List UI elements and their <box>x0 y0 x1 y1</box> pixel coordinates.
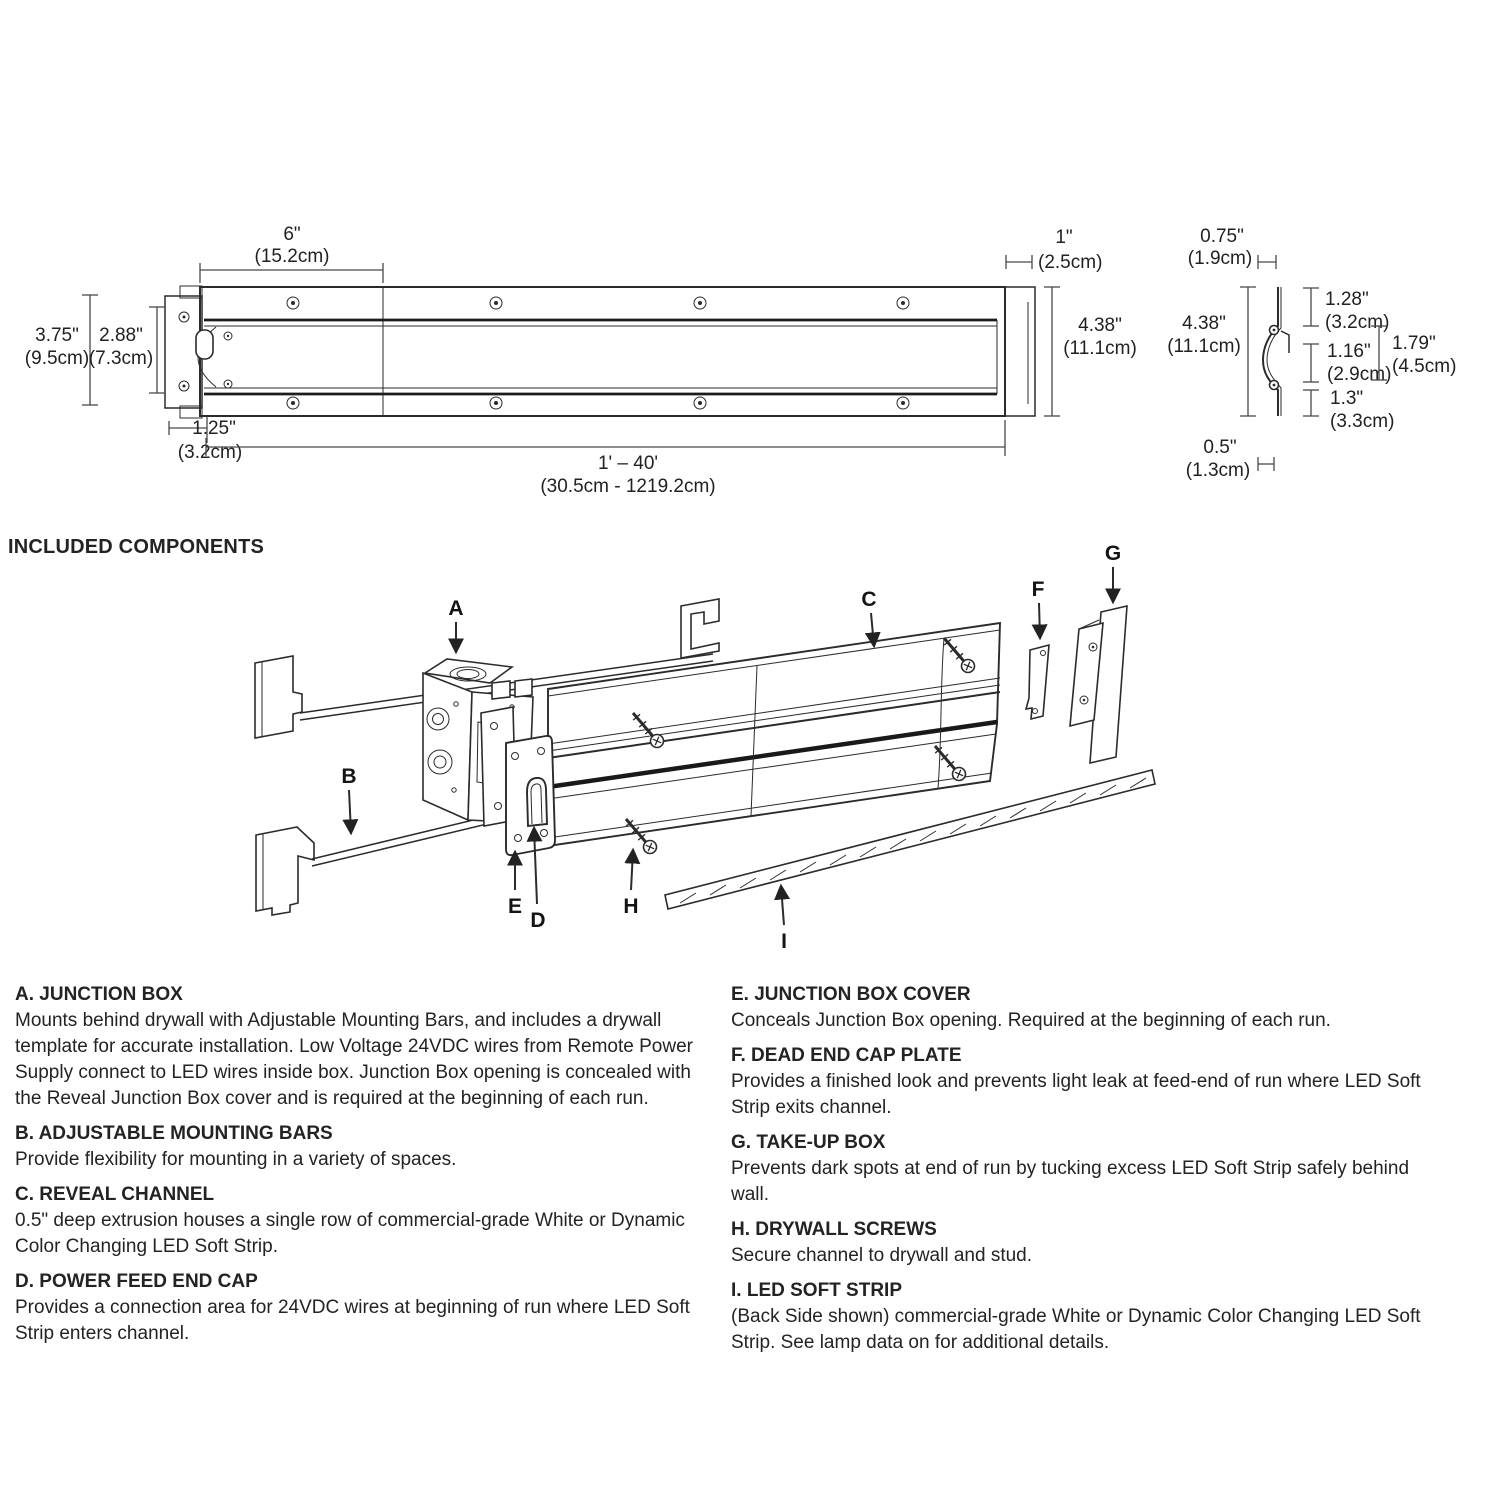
label-g: G <box>1105 542 1121 565</box>
dim-6in: 6" (15.2cm) <box>199 224 384 283</box>
dim-075in-label: 0.75" <box>1200 226 1244 247</box>
dim-13: 1.3" (3.3cm) <box>1303 388 1394 432</box>
dim-438p-in-label: 4.38" <box>1182 313 1226 334</box>
component-title: I. LED SOFT STRIP <box>731 1280 903 1301</box>
front-view-drawing: 6" (15.2cm) 1" (2.5cm) 3.75" (9.5cm) 2.8… <box>25 224 1137 497</box>
label-b: B <box>341 765 356 788</box>
dim-05in-label: 0.5" <box>1203 437 1236 458</box>
component-section-e: E. JUNCTION BOX COVER Conceals Junction … <box>731 982 1443 1034</box>
dim-1in: 1" (2.5cm) <box>1005 227 1102 273</box>
dim-13in-label: 1.3" <box>1330 388 1363 409</box>
dim-179: 1.79" (4.5cm) <box>1371 325 1456 381</box>
dim-1cm-label: (2.5cm) <box>1038 252 1102 273</box>
flange-screws <box>286 296 910 410</box>
component-description: Prevents dark spots at end of run by tuc… <box>731 1158 1410 1205</box>
dim-05cm-label: (1.3cm) <box>1186 460 1250 481</box>
extrusion-profile-art <box>1261 287 1290 416</box>
component-title: A. JUNCTION BOX <box>15 984 183 1005</box>
component-title: D. POWER FEED END CAP <box>15 1271 258 1292</box>
dim-375: 3.75" (9.5cm) <box>25 294 98 406</box>
component-descriptions-left-column: A. JUNCTION BOX Mounts behind drywall wi… <box>15 982 694 1356</box>
component-description: Conceals Junction Box opening. Required … <box>731 1010 1331 1031</box>
dim-075: 0.75" (1.9cm) <box>1188 226 1277 269</box>
dim-179in-label: 1.79" <box>1392 333 1436 354</box>
component-title: C. REVEAL CHANNEL <box>15 1184 215 1205</box>
dim-116in-label: 1.16" <box>1327 341 1371 362</box>
component-section-d: D. POWER FEED END CAP Provides a connect… <box>15 1269 694 1347</box>
dim-05: 0.5" (1.3cm) <box>1186 437 1275 481</box>
dead-end-cap-plate-art <box>1024 643 1050 721</box>
dim-length: 1' – 40' (30.5cm - 1219.2cm) <box>205 420 1006 497</box>
label-i: I <box>781 930 787 953</box>
label-h: H <box>623 895 638 918</box>
dim-116cm-label: (2.9cm) <box>1327 364 1391 385</box>
component-section-c: C. REVEAL CHANNEL 0.5" deep extrusion ho… <box>15 1182 694 1260</box>
power-feed-end-cap-art <box>526 777 548 828</box>
component-description: Mounts behind drywall with Adjustable Mo… <box>15 1010 693 1109</box>
callout-labels: A B C F G E D H I <box>341 542 1121 953</box>
dim-125in-label: 1.25" <box>192 418 236 439</box>
dim-438p-cm-label: (11.1cm) <box>1167 336 1241 357</box>
label-d: D <box>530 909 545 932</box>
dim-length-label: 1' – 40' <box>598 453 658 474</box>
component-title: G. TAKE-UP BOX <box>731 1132 886 1153</box>
dim-13cm-label: (3.3cm) <box>1330 411 1394 432</box>
led-soft-strip-art <box>664 769 1156 910</box>
dim-438-profile: 4.38" (11.1cm) <box>1167 286 1256 417</box>
dim-288in-label: 2.88" <box>99 325 143 346</box>
component-section-h: H. DRYWALL SCREWS Secure channel to dryw… <box>731 1217 1443 1269</box>
component-title: H. DRYWALL SCREWS <box>731 1219 937 1240</box>
component-description: Secure channel to drywall and stud. <box>731 1245 1033 1266</box>
dim-128in-label: 1.28" <box>1325 289 1369 310</box>
dim-125cm-label: (3.2cm) <box>178 442 242 463</box>
dim-288: 2.88" (7.3cm) <box>89 306 165 394</box>
dim-438cm-label: (11.1cm) <box>1063 338 1137 359</box>
reveal-channel-art <box>547 621 1001 848</box>
dim-length-cm-label: (30.5cm - 1219.2cm) <box>540 476 715 497</box>
component-section-i: I. LED SOFT STRIP (Back Side shown) comm… <box>731 1278 1443 1356</box>
label-f: F <box>1032 578 1045 601</box>
exploded-view: A B C F G E D H I <box>254 542 1156 953</box>
component-description: Provide flexibility for mounting in a va… <box>15 1149 457 1170</box>
label-c: C <box>861 588 876 611</box>
dim-288cm-label: (7.3cm) <box>89 348 153 369</box>
component-section-f: F. DEAD END CAP PLATE Provides a finishe… <box>731 1043 1443 1121</box>
strip-hatching <box>679 777 1147 904</box>
channel-front-art <box>195 286 1036 417</box>
dim-179cm-label: (4.5cm) <box>1392 356 1456 377</box>
component-descriptions-right-column: E. JUNCTION BOX COVER Conceals Junction … <box>731 982 1443 1365</box>
dim-6cm-label: (15.2cm) <box>255 246 330 267</box>
component-description: (Back Side shown) commercial-grade White… <box>731 1306 1421 1353</box>
dim-128: 1.28" (3.2cm) <box>1303 287 1389 333</box>
label-a: A <box>448 597 463 620</box>
component-title: E. JUNCTION BOX COVER <box>731 984 971 1005</box>
dim-375cm-label: (9.5cm) <box>25 348 89 369</box>
take-up-box-art <box>1069 604 1128 765</box>
component-section-b: B. ADJUSTABLE MOUNTING BARS Provide flex… <box>15 1121 694 1173</box>
dim-075cm-label: (1.9cm) <box>1188 248 1252 269</box>
profile-view-drawing: 0.75" (1.9cm) 4.38" (11.1cm) 1.28" (3.2c… <box>1167 226 1456 481</box>
component-section-a: A. JUNCTION BOX Mounts behind drywall wi… <box>15 982 694 1112</box>
dim-1in-label: 1" <box>1055 227 1072 248</box>
component-description: Provides a connection area for 24VDC wir… <box>15 1297 690 1344</box>
dim-6in-label: 6" <box>283 224 300 245</box>
dim-116: 1.16" (2.9cm) <box>1303 341 1391 385</box>
label-e: E <box>508 895 522 918</box>
dim-438in-label: 4.38" <box>1078 315 1122 336</box>
dim-375in-label: 3.75" <box>35 325 79 346</box>
component-section-g: G. TAKE-UP BOX Prevents dark spots at en… <box>731 1130 1443 1208</box>
dim-438-front: 4.38" (11.1cm) <box>1044 286 1137 417</box>
dim-128cm-label: (3.2cm) <box>1325 312 1389 333</box>
included-components-heading: INCLUDED COMPONENTS <box>8 536 265 558</box>
component-title: B. ADJUSTABLE MOUNTING BARS <box>15 1123 333 1144</box>
component-description: Provides a finished look and prevents li… <box>731 1071 1421 1118</box>
component-title: F. DEAD END CAP PLATE <box>731 1045 962 1066</box>
component-description: 0.5" deep extrusion houses a single row … <box>15 1210 685 1257</box>
